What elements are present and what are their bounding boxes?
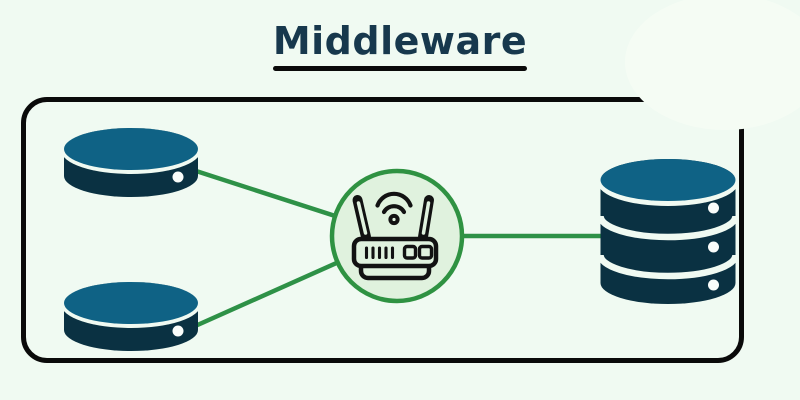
title-area: Middleware [0, 20, 800, 71]
stack-indicator-dot [708, 202, 719, 214]
stack-indicator-dot [708, 241, 719, 253]
router-antenna-right-hollow [421, 201, 431, 235]
disk-top [64, 282, 198, 324]
diagram-frame [21, 97, 744, 363]
database-disk-icon-top-left [61, 128, 201, 197]
wifi-wave-inner-icon [381, 204, 407, 215]
router-port-icon [402, 244, 418, 260]
wifi-router-icon [351, 191, 439, 281]
stack-indicator-dot [708, 279, 719, 291]
router-antenna-left-hollow [356, 201, 368, 235]
stack-top [600, 159, 736, 201]
disk-indicator-dot [172, 171, 184, 183]
stack-gap [597, 254, 739, 280]
wifi-wave-outer-icon [375, 191, 413, 208]
hub-circle [329, 168, 465, 304]
wifi-dot-icon [388, 213, 400, 226]
database-disk-icon-bottom-left [61, 282, 201, 351]
background-highlight [625, 0, 800, 130]
stack-gap [597, 215, 739, 241]
router-port-icon [417, 244, 434, 260]
disk-indicator-dot [172, 325, 184, 337]
disk-top [64, 128, 198, 170]
page-title: Middleware [272, 19, 528, 63]
title-underline [272, 65, 528, 71]
title-box: Middleware [272, 19, 528, 71]
database-stack-icon-right [597, 159, 739, 304]
router-vent-bars [364, 246, 395, 260]
